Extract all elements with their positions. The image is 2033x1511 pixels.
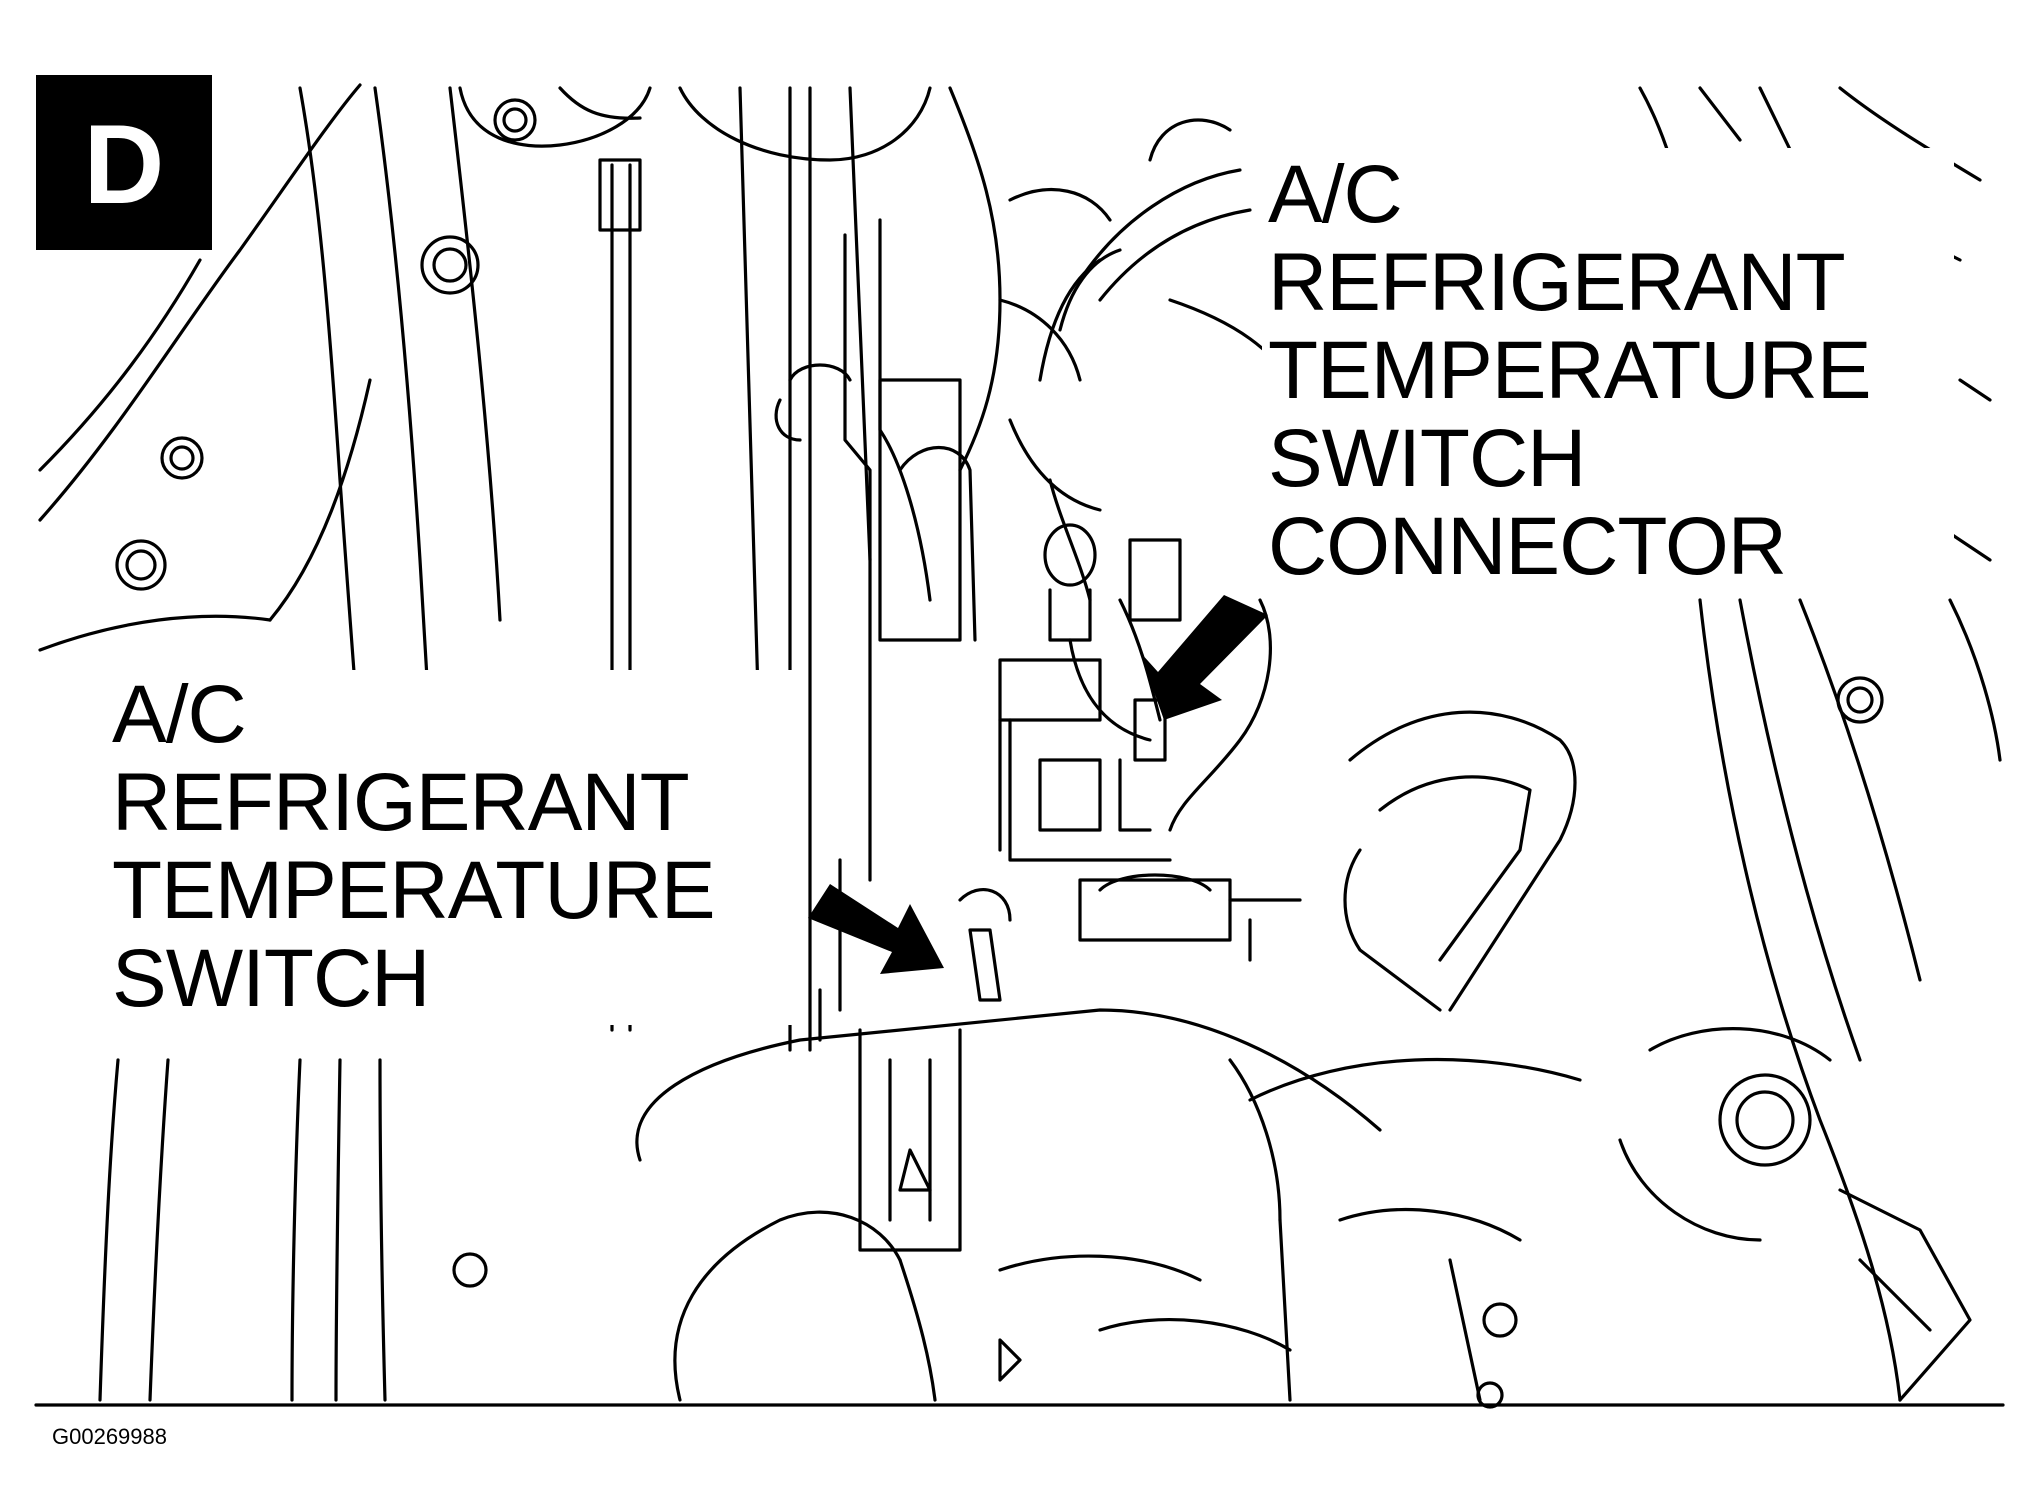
callout-switch-line-3: TEMPERATURE <box>112 845 715 936</box>
callout-switch-line-1: A/C <box>112 669 246 760</box>
view-badge: D <box>36 75 212 250</box>
callout-connector-line-3: TEMPERATURE <box>1268 325 1871 416</box>
callout-connector-arrow <box>1140 595 1268 720</box>
callout-switch-line-2: REFRIGERANT <box>112 757 689 848</box>
callout-connector: A/C REFRIGERANT TEMPERATURE SWITCH CONNE… <box>1140 148 1954 720</box>
callout-switch-line-4: SWITCH <box>112 933 429 1024</box>
figure-id: G00269988 <box>52 1424 167 1449</box>
callout-switch-arrow <box>808 884 944 974</box>
callout-switch: A/C REFRIGERANT TEMPERATURE SWITCH <box>106 669 944 1025</box>
callout-connector-line-2: REFRIGERANT <box>1268 237 1845 328</box>
engine-bay-line-art <box>34 83 2005 1409</box>
callout-connector-line-4: SWITCH <box>1268 413 1585 504</box>
view-badge-box <box>36 75 212 250</box>
view-badge-letter: D <box>84 102 165 227</box>
callout-connector-line-5: CONNECTOR <box>1268 501 1786 592</box>
callout-connector-line-1: A/C <box>1268 149 1402 240</box>
